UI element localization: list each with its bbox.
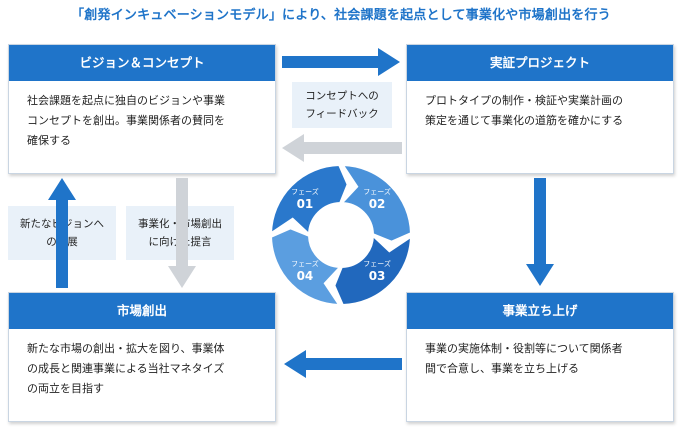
arrow-down-right	[526, 178, 554, 286]
card-vision-body: 社会課題を起点に独自のビジョンや事業 コンセプトを創出。事業関係者の賛同を 確保…	[9, 81, 275, 151]
arrow-up-left	[48, 178, 76, 288]
phase-number: 01	[297, 197, 314, 211]
card-vision-line: 確保する	[27, 134, 71, 147]
phase-segment-2	[339, 163, 412, 243]
card-market: 市場創出 新たな市場の創出・拡大を図り、事業体 の成長と関連事業による当社マネタ…	[8, 292, 276, 422]
phase-segment-1	[269, 164, 349, 237]
card-vision-line: 社会課題を起点に独自のビジョンや事業	[27, 94, 225, 107]
phase-label: フェーズ	[363, 187, 391, 196]
card-proof-line: プロトタイプの制作・検証や実業計画の	[425, 94, 623, 107]
card-vision: ビジョン＆コンセプト 社会課題を起点に独自のビジョンや事業 コンセプトを創出。事…	[8, 44, 276, 174]
phase-segment-3	[333, 233, 413, 306]
card-market-body: 新たな市場の創出・拡大を図り、事業体 の成長と関連事業による当社マネタイズ の両…	[9, 329, 275, 399]
phase-number: 03	[369, 269, 386, 283]
arrow-down-feedback	[168, 178, 196, 288]
arrow-left-bottom	[284, 350, 402, 378]
arrow-left-feedback	[282, 134, 402, 162]
arrow-right-top	[282, 48, 400, 76]
card-launch-title: 事業立ち上げ	[407, 293, 673, 329]
card-launch-line: 間で合意し、事業を立ち上げる	[425, 362, 579, 375]
note-feedback-line: コンセプトへの	[305, 90, 379, 102]
phase-label: フェーズ	[291, 259, 319, 268]
card-launch: 事業立ち上げ 事業の実施体制・役割等について関係者 間で合意し、事業を立ち上げる	[406, 292, 674, 422]
phase-number: 04	[297, 269, 314, 283]
card-proof-line: 策定を通じて事業化の道筋を確かにする	[425, 114, 624, 127]
phase-label: フェーズ	[291, 187, 319, 196]
card-vision-title: ビジョン＆コンセプト	[9, 45, 275, 81]
card-market-line: 新たな市場の創出・拡大を図り、事業体	[27, 342, 225, 355]
phase-number: 02	[369, 197, 386, 211]
card-proof-title: 実証プロジェクト	[407, 45, 673, 81]
card-vision-line: コンセプトを創出。事業関係者の賛同を	[27, 114, 225, 127]
card-launch-body: 事業の実施体制・役割等について関係者 間で合意し、事業を立ち上げる	[407, 329, 673, 379]
card-launch-line: 事業の実施体制・役割等について関係者	[425, 342, 623, 355]
card-proof-body: プロトタイプの制作・検証や実業計画の 策定を通じて事業化の道筋を確かにする	[407, 81, 673, 131]
headline: 「創発インキュベーションモデル」により、社会課題を起点として事業化や市場創出を行…	[71, 8, 611, 23]
note-feedback-line: フィードバック	[305, 108, 379, 120]
card-market-line: の両立を目指す	[27, 382, 104, 395]
card-proof: 実証プロジェクト プロトタイプの制作・検証や実業計画の 策定を通じて事業化の道筋…	[406, 44, 674, 174]
card-market-title: 市場創出	[9, 293, 275, 329]
note-feedback: コンセプトへの フィードバック	[292, 82, 392, 128]
phase-segment-4	[270, 227, 343, 307]
phase-label: フェーズ	[363, 259, 391, 268]
card-market-line: の成長と関連事業による当社マネタイズ	[27, 362, 225, 375]
